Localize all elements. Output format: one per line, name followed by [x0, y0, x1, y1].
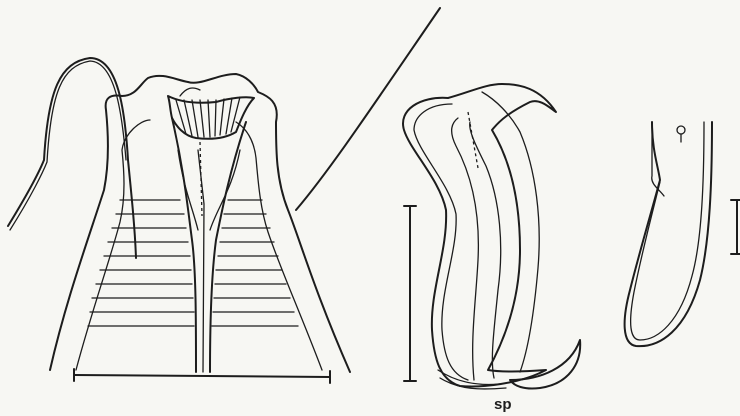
left-bands [88, 200, 194, 326]
scale-bar-spicule [404, 206, 416, 381]
spicule-label: sp [494, 396, 512, 413]
scale-bar-head [74, 369, 330, 383]
diagonal-filament [296, 8, 440, 210]
right-bands [212, 200, 298, 326]
spicule-tail [510, 340, 580, 389]
spicule-outer [403, 84, 556, 386]
esophagus [172, 118, 196, 372]
cloaca-mark [677, 126, 685, 134]
tail-drawing [625, 122, 712, 346]
scale-bar-tail [731, 200, 740, 254]
head-region-drawing [8, 8, 440, 372]
spicule-drawing [403, 84, 580, 389]
